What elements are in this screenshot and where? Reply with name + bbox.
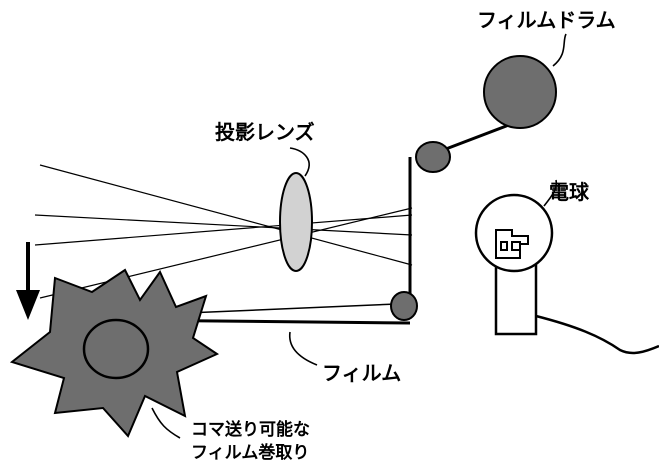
takeup-label-line2: フィルム巻取り (191, 443, 310, 463)
lower-roller (390, 291, 418, 321)
takeup-label-line1: コマ送り可能な (191, 420, 310, 440)
power-cord (535, 314, 659, 355)
down-arrow-icon (16, 242, 40, 320)
film-label: フィルム (322, 361, 402, 385)
bulb-label: 電球 (549, 180, 589, 204)
projection-lens (279, 172, 313, 272)
film-drum-label: フィルムドラム (477, 8, 616, 32)
light-rays (34, 164, 413, 299)
film-path (115, 118, 523, 325)
film-drum-leader-line (552, 33, 567, 67)
lamp-stand (494, 260, 538, 336)
film-leader-line (288, 331, 318, 366)
upper-roller (415, 141, 451, 173)
film-drum (483, 55, 557, 129)
bulb-filament (495, 229, 529, 259)
bulb-leader-line (543, 179, 558, 207)
takeup-leader-line (151, 407, 181, 439)
projection-lens-label: 投影レンズ (215, 120, 315, 144)
lens-leader-line (289, 147, 310, 177)
sprocket-hub (82, 318, 150, 380)
bulb-icon (474, 193, 554, 273)
